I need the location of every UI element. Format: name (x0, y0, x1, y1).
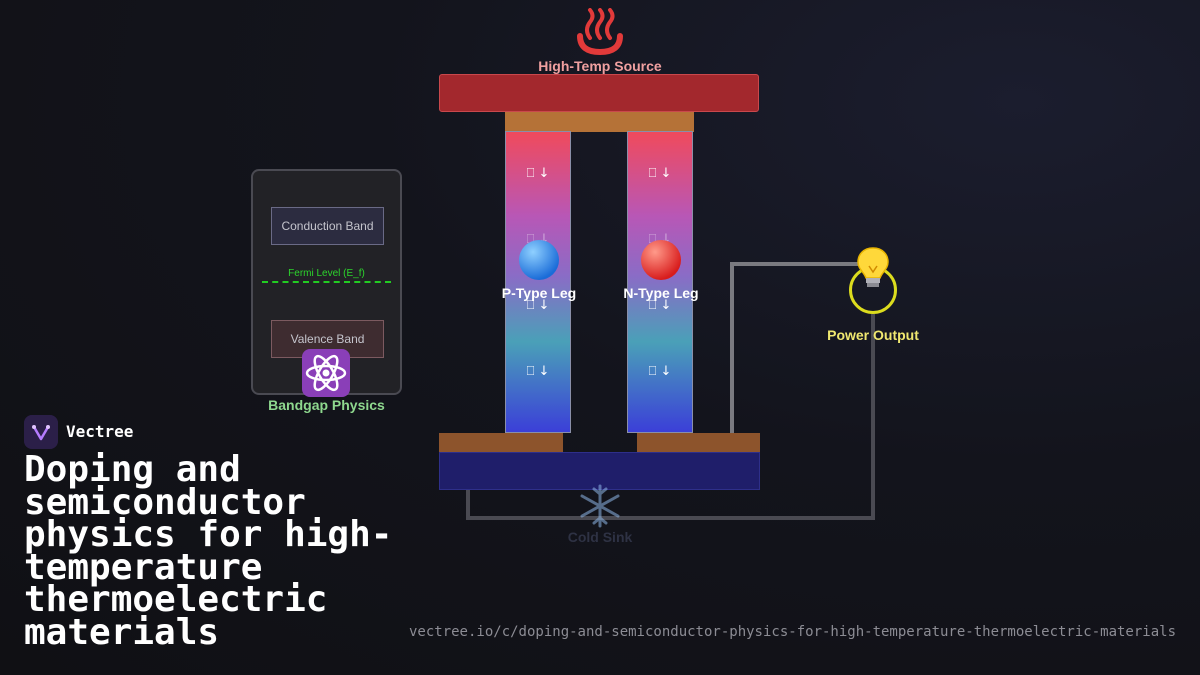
heat-source-label: High-Temp Source (538, 58, 662, 74)
light-bulb-icon (857, 247, 889, 287)
n-type-leg: ⎕ ↓ ⎕ ↓ ⎕ ↓ ⎕ ↓ N-Type Leg (623, 131, 699, 433)
carrier-arrow: ⎕ ↓ (648, 298, 672, 313)
bandgap-physics-label: Bandgap Physics (268, 397, 385, 413)
carrier-arrow: ⎕ ↓ (526, 298, 550, 313)
conduction-band: Conduction Band (271, 207, 384, 245)
hot-connector (505, 112, 694, 132)
carrier-arrow: ⎕ ↓ (648, 364, 672, 379)
cold-sink-label: Cold Sink (567, 529, 633, 545)
fermi-level-line (262, 281, 391, 283)
n-type-leg-label: N-Type Leg (623, 285, 699, 301)
hot-plate (439, 74, 759, 112)
p-type-leg: ⎕ ↓ ⎕ ↓ ⎕ ↓ ⎕ ↓ P-Type Leg (502, 131, 576, 433)
carrier-arrow: ⎕ ↓ (526, 364, 550, 379)
atom-icon (302, 349, 350, 397)
vectree-logo-icon (24, 415, 58, 449)
fermi-level-label: Fermi Level (E_f) (288, 268, 365, 279)
brand-name: Vectree (66, 422, 134, 441)
red-circle-icon (641, 240, 681, 280)
page-title: Doping and semiconductor physics for hig… (24, 449, 393, 653)
carrier-arrow: ⎕ ↓ (648, 166, 672, 181)
power-output-label: Power Output (827, 327, 919, 343)
page-url[interactable]: vectree.io/c/doping-and-semiconductor-ph… (408, 624, 1176, 640)
cold-connector-left (439, 433, 563, 453)
p-type-leg-label: P-Type Leg (501, 285, 577, 301)
snowflake-icon (580, 484, 620, 528)
cold-connector-right (637, 433, 760, 453)
hot-springs-icon (577, 8, 623, 56)
carrier-arrow: ⎕ ↓ (526, 166, 550, 181)
blue-circle-icon (519, 240, 559, 280)
cold-plate (439, 452, 760, 490)
